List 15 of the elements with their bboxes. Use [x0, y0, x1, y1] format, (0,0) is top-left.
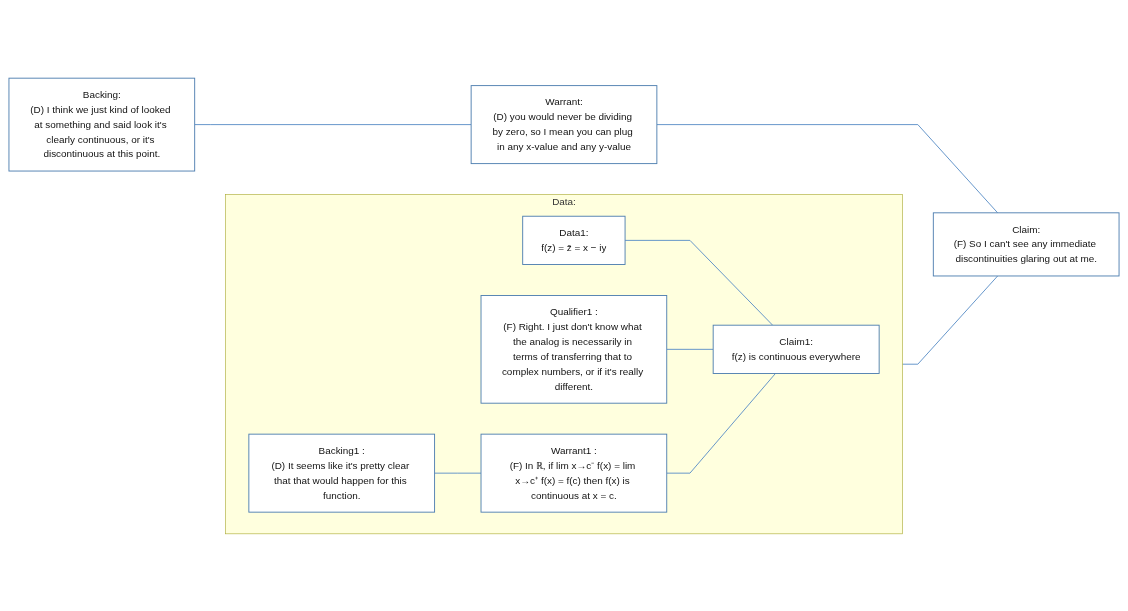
node-box: Backing1 : (D) It seems like it's pretty clear that that would happen for this function.	[248, 433, 436, 513]
connector	[434, 472, 482, 474]
node-box: Data1: f(z) = z̄ = x − iy	[522, 215, 626, 265]
connector	[194, 123, 472, 125]
connector	[624, 239, 774, 326]
connector	[666, 348, 714, 350]
node-box: Warrant1 : (F) In ℝ, if lim x→c⁻ f(x) = lim x→c⁺ f(x) = f(c) then f(x) is continuous at x = c.	[480, 433, 668, 513]
node-box: Qualifier1 : (F) Right. I just don't know what the analog is necessarily in terms of transferring that to complex numbers, or if it's really different.	[480, 294, 668, 404]
connector	[901, 275, 999, 365]
node-box: Claim: (F) So I can't see any immediate discontinuities glaring out at me.	[932, 211, 1120, 276]
node-box: Claim1: f(z) is continuous everywhere	[712, 324, 880, 374]
node-box: Backing: (D) I think we just kind of looked at something and said look it's clearly continuous, or it's discontinuous at this point.	[8, 77, 196, 171]
connector	[666, 372, 776, 474]
connector	[656, 123, 999, 213]
node-box: Warrant: (D) you would never be dividing by zero, so I mean you can plug in any x-value and any y-value	[470, 84, 658, 164]
